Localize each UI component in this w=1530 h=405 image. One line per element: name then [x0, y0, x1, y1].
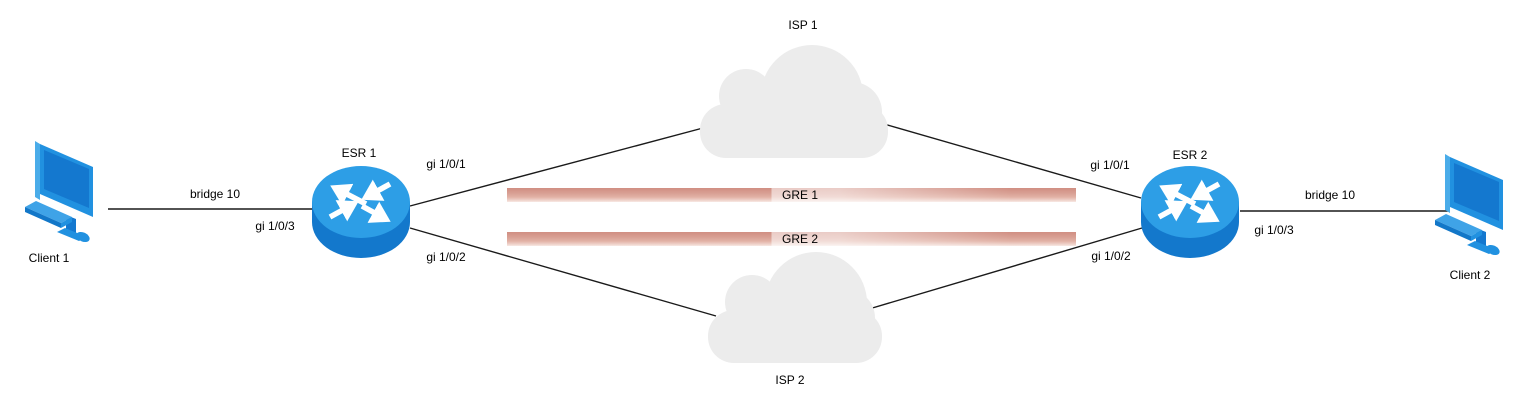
- esr1-router-icon: [312, 166, 410, 258]
- link-client1-esr1-bridge-label: bridge 10: [189, 187, 241, 201]
- gre2-tunnel-label: GRE 2: [781, 232, 818, 246]
- client2-computer-icon: [1435, 154, 1503, 258]
- esr2-router-icon: [1141, 166, 1239, 258]
- isp2-label: ISP 2: [775, 373, 805, 387]
- esr1-gi103-label: gi 1/0/3: [255, 219, 295, 233]
- client2-label: Client 2: [1449, 268, 1491, 282]
- client1-label: Client 1: [28, 251, 70, 265]
- gre1-tunnel-label: GRE 1: [781, 188, 818, 202]
- client1-computer-icon: [25, 141, 93, 245]
- link-esr2-client2-bridge-label: bridge 10: [1304, 188, 1356, 202]
- esr2-gi102-label: gi 1/0/2: [1091, 249, 1131, 263]
- isp1-cloud-icon: [700, 45, 888, 158]
- isp2-cloud-icon: [708, 252, 882, 363]
- esr1-gi102-label: gi 1/0/2: [426, 250, 466, 264]
- esr1-gi101-label: gi 1/0/1: [426, 157, 466, 171]
- isp1-label: ISP 1: [788, 18, 818, 32]
- esr2-gi103-label: gi 1/0/3: [1254, 223, 1294, 237]
- gre1-tunnel: GRE 1: [488, 188, 1112, 202]
- esr2-label: ESR 2: [1172, 148, 1208, 162]
- esr1-label: ESR 1: [341, 146, 377, 160]
- esr2-gi101-label: gi 1/0/1: [1090, 158, 1130, 172]
- gre2-tunnel: GRE 2: [488, 232, 1112, 246]
